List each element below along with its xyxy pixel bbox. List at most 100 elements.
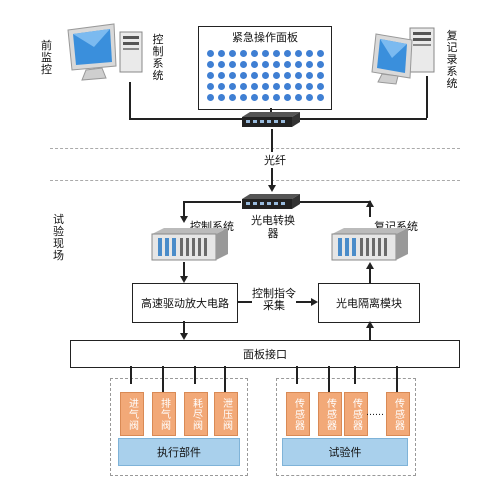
zone-label-upper: 前监控 [41,39,52,76]
panel-button-icon [217,94,225,101]
panel-button-icon [228,50,236,57]
line-left-pc-down [129,82,131,118]
panel-button-icon [294,50,302,57]
isolation-box: 光电隔离模块 [318,283,420,323]
sensor-label: 传感器 [324,397,336,431]
cmd-label: 控制指令采集 [252,287,296,312]
emergency-panel: 紧急操作面板 [198,26,332,110]
panel-button-icon [250,72,258,79]
panel-button-icon [283,61,291,68]
panel-button-icon [305,61,313,68]
panel-button-icon [305,72,313,79]
actuator-label: 耗尽阀 [190,397,202,431]
actuator-connector [194,366,196,384]
monitor-icon-left [64,22,134,82]
actuator-block: 耗尽阀 [184,392,208,436]
upper-right-pc-label: 复记录系统 [446,29,458,90]
panel-button-icon [294,61,302,68]
panel-button-icon [206,61,214,68]
zone-divider-upper [50,148,460,149]
panel-button-icon [261,94,269,101]
line-conv-left-down [183,201,185,217]
sensor-connector [354,366,356,384]
actuator-group-bar: 执行部件 [118,438,240,466]
network-switch-icon-converter [240,193,302,211]
panel-button-icon [272,61,280,68]
panel-interface-bar: 面板接口 [70,340,460,368]
panel-button-icon [261,83,269,90]
panel-button-icon [261,61,269,68]
line-right-to-hub [300,118,427,120]
panel-button-icon [239,50,247,57]
sensor-label: 传感器 [292,397,304,431]
arrow-to-record [366,262,374,269]
sensor-label: 传感器 [350,397,362,431]
panel-button-icon [261,50,269,57]
arrow-to-control [180,216,188,223]
panel-button-icon [283,83,291,90]
panel-button-icon [228,61,236,68]
line-panel-to-hub [270,108,272,114]
panel-button-grid [206,49,325,102]
pxi-chassis-icon-control [150,226,230,262]
amplifier-box: 高速驱动放大电路 [132,283,238,323]
panel-button-icon [305,94,313,101]
computer-tower-icon-left [118,30,146,74]
panel-button-icon [228,72,236,79]
line-amp-down [183,321,185,333]
panel-button-icon [206,83,214,90]
pxi-chassis-icon-record [330,226,410,262]
line-control-down [183,262,185,276]
upper-left-pc-label: 控制系统 [152,33,164,82]
fiber-arrow [268,185,276,192]
line-conv-right-down [369,201,371,217]
panel-button-icon [305,50,313,57]
panel-button-icon [206,50,214,57]
panel-button-icon [316,72,324,79]
panel-button-icon [239,61,247,68]
panel-button-icon [217,72,225,79]
panel-button-icon [206,72,214,79]
panel-button-icon [316,61,324,68]
arrow-to-interface [180,333,188,340]
panel-button-icon [272,83,280,90]
line-conv-left [183,201,241,203]
actuator-connector [162,366,164,392]
panel-button-icon [239,72,247,79]
actuator-label: 泄压阀 [220,397,232,431]
panel-button-icon [239,83,247,90]
monitor-icon-right [356,30,416,86]
panel-button-icon [217,61,225,68]
panel-button-icon [283,50,291,57]
arrow-to-amplifier [180,276,188,283]
computer-tower-icon-right [408,26,436,74]
panel-button-icon [272,72,280,79]
panel-button-icon [239,94,247,101]
actuator-group-frame [110,378,248,476]
converter-label: 光电转换器 [251,214,295,240]
panel-button-icon [316,94,324,101]
panel-button-icon [217,50,225,57]
sensor-block: 传感器 [386,392,410,436]
fiber-label: 光纤 [262,152,288,168]
actuator-connector [224,366,226,392]
panel-button-icon [272,94,280,101]
line-isolation-up [369,266,371,284]
zone-divider-lower [50,180,460,181]
panel-button-icon [261,72,269,79]
zone-label-lower: 试验现场 [53,213,64,262]
sensor-group-bar: 试验件 [282,438,408,466]
sensor-block: 传感器 [318,392,342,436]
panel-button-icon [294,72,302,79]
panel-button-icon [228,83,236,90]
panel-button-icon [250,94,258,101]
line-iso-down [369,324,371,340]
arrow-cmd [311,298,318,306]
sensor-block: 传感器 [344,392,368,436]
panel-button-icon [305,83,313,90]
sensor-connector [396,366,398,392]
actuator-block: 排气阀 [152,392,176,436]
actuator-block: 泄压阀 [214,392,238,436]
panel-button-icon [272,50,280,57]
actuator-label: 排气阀 [158,397,170,431]
